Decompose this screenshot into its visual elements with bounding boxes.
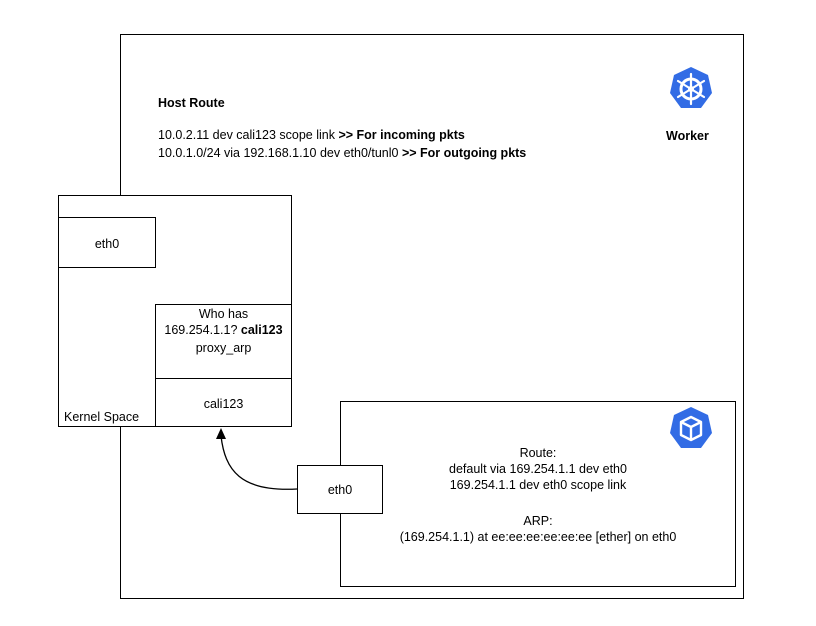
proxy-arp-box bbox=[155, 304, 292, 379]
route2-text: 10.0.1.0/24 via 192.168.1.10 dev eth0/tu… bbox=[158, 146, 402, 160]
pod-eth0-box bbox=[297, 465, 383, 514]
cali123-box bbox=[155, 378, 292, 427]
route1-annotation: >> For incoming pkts bbox=[338, 128, 465, 142]
route2-annotation: >> For outgoing pkts bbox=[401, 146, 527, 160]
kernel-space-label: Kernel Space bbox=[64, 410, 140, 424]
worker-label: Worker bbox=[666, 129, 709, 143]
pod-route-line2: 169.254.1.1 dev eth0 scope link bbox=[449, 478, 627, 492]
pod-arp-line: (169.254.1.1) at ee:ee:ee:ee:ee:ee [ethe… bbox=[399, 530, 677, 544]
host-route-title: Host Route bbox=[158, 96, 225, 110]
pod-arp-title: ARP: bbox=[523, 514, 553, 528]
cali123-label: cali123 bbox=[203, 397, 244, 411]
who-has-ip: 169.254.1.1? bbox=[164, 323, 241, 337]
who-has-iface: cali123 bbox=[240, 323, 283, 337]
pod-cube-icon bbox=[670, 407, 712, 448]
kernel-eth0-label: eth0 bbox=[94, 237, 120, 251]
kubernetes-helm-icon bbox=[670, 67, 712, 108]
pod-route-line1: default via 169.254.1.1 dev eth0 bbox=[449, 462, 627, 476]
host-route-outgoing: 10.0.1.0/24 via 192.168.1.10 dev eth0/tu… bbox=[158, 145, 526, 161]
pod-eth0-label: eth0 bbox=[327, 483, 353, 497]
host-route-incoming: 10.0.2.11 dev cali123 scope link >> For … bbox=[158, 127, 465, 143]
who-has-line2: 169.254.1.1? cali123 bbox=[155, 322, 292, 338]
kernel-eth0-box bbox=[58, 217, 156, 268]
route1-text: 10.0.2.11 dev cali123 scope link bbox=[158, 128, 339, 142]
proxy-arp-label: proxy_arp bbox=[195, 341, 252, 355]
pod-route-title: Route: bbox=[519, 446, 557, 460]
pod-box bbox=[340, 401, 736, 587]
who-has-line1: Who has bbox=[198, 307, 249, 321]
